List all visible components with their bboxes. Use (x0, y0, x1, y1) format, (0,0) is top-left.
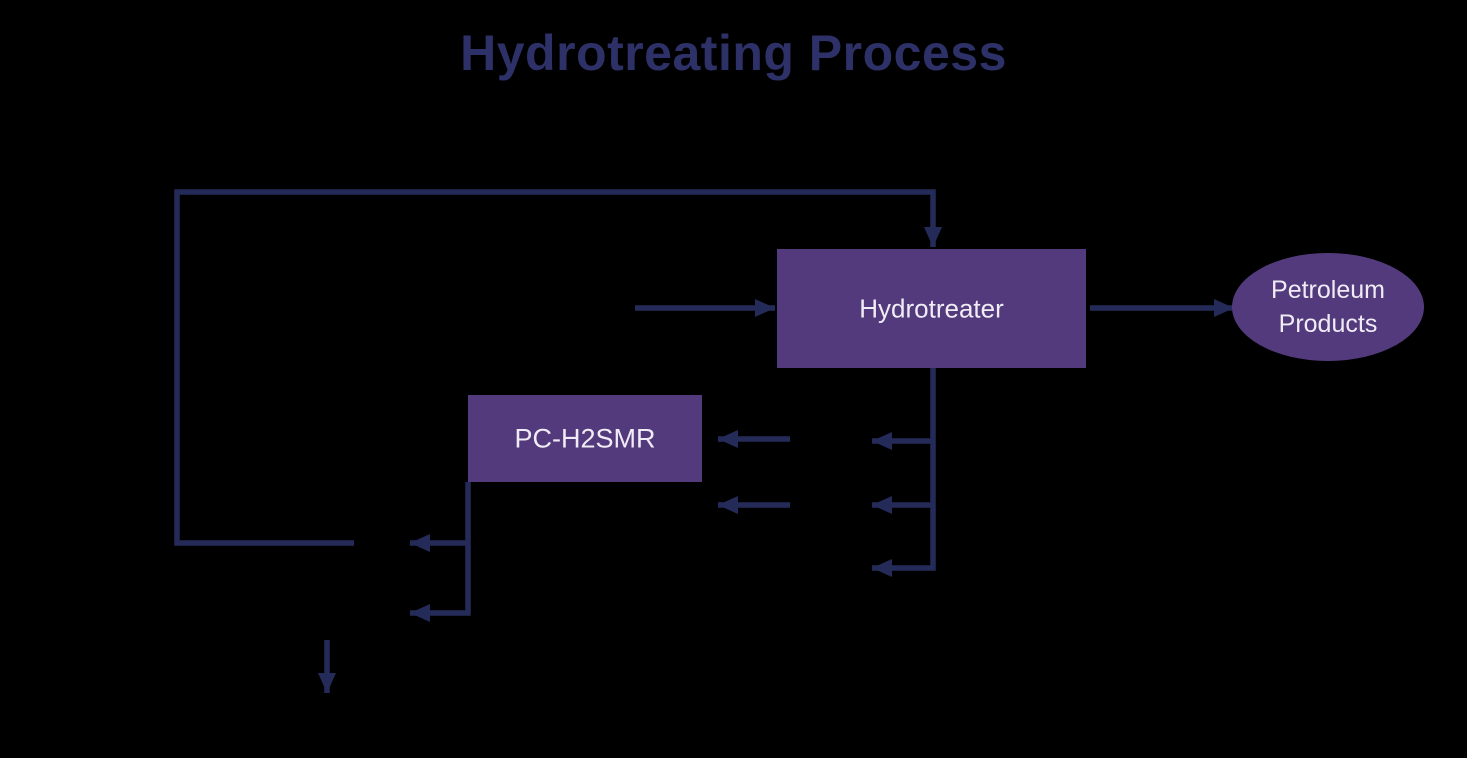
pc-h2smr-bottom-branch-arrow-2 (410, 482, 471, 622)
hydrotreater-shape (777, 249, 1086, 368)
hydrotreater-label: Hydrotreater (859, 294, 1004, 324)
hydrotreater-bottom-branch-arrow-3 (872, 368, 936, 577)
recycle-loop-arrow (174, 189, 942, 546)
node-hydrotreater: Hydrotreater (777, 249, 1086, 368)
petroleum-products-shape (1232, 253, 1424, 361)
node-pc-h2smr: PC-H2SMR (468, 395, 702, 482)
pc-h2smr-shape (468, 395, 702, 482)
pc-h2smr-label: PC-H2SMR (514, 424, 655, 454)
diagram-title: Hydrotreating Process (460, 25, 1007, 81)
